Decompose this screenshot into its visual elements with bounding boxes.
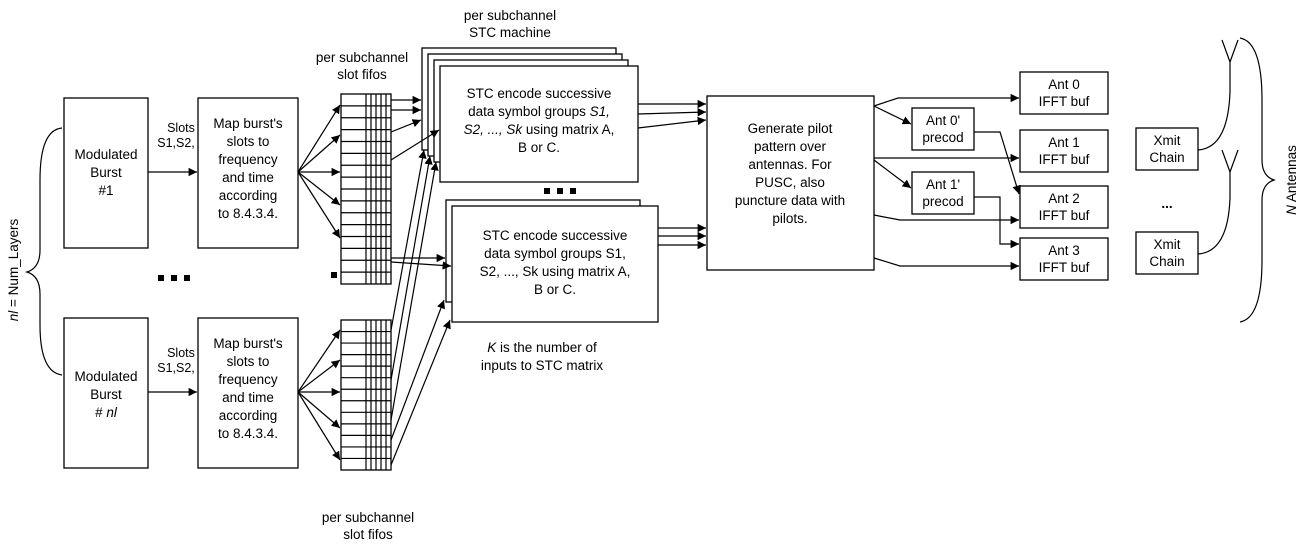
slots-label-1b: S1,S2, [157, 136, 195, 150]
fifo-label-top-line2: slot fifos [337, 67, 387, 82]
bottom-fifo-diagonal-arrows [390, 149, 451, 466]
ant3-line1: Ant 3 [1048, 243, 1080, 258]
fifo-to-stc-bottom-arrows [390, 253, 452, 270]
map-burst-box-bottom [197, 317, 299, 469]
ant2-ifft-buf [1019, 185, 1109, 229]
ant1-precod-line2: precod [922, 194, 963, 209]
antenna-2-icon [1197, 149, 1239, 255]
slots-label-1a: Slots [167, 121, 195, 135]
pilot-line3: antennas. For [748, 157, 832, 172]
num-layers-label: nl = Num_Layers [6, 219, 21, 322]
modulated-burst-1-line3: #1 [98, 183, 113, 198]
xmit1-line2: Chain [1149, 150, 1184, 165]
modulated-burst-n-line3: # nl [95, 405, 118, 420]
stc-bottom-line2: data symbol groups S1, [484, 246, 626, 261]
modulated-burst-n-box [63, 317, 149, 469]
stc-bottom-line4: B or C. [534, 282, 576, 297]
xmit-ellipsis: ... [1161, 196, 1172, 211]
num-layers-brace [24, 127, 63, 376]
stc-ellipsis [544, 188, 576, 194]
stc-top-line1: STC encode successive [467, 86, 612, 101]
ant1-line2: IFFT buf [1039, 152, 1090, 167]
xmit-chain-2 [1135, 231, 1199, 275]
stc-machine-label-line2: STC machine [469, 25, 551, 40]
stc-machine-label-line1: per subchannel [464, 8, 556, 23]
ant0-precod-line2: precod [922, 130, 963, 145]
map-bottom-fanout-arrows [297, 329, 341, 461]
map-burst-box-top [197, 97, 299, 249]
modulated-burst-1-box [63, 97, 149, 249]
map-bottom-line4: and time [222, 390, 274, 405]
map-top-line6: to 8.4.3.4. [218, 206, 278, 221]
pilot-to-antenna-connections [873, 93, 1021, 271]
burst-ellipsis [158, 275, 190, 281]
modulated-burst-n-line1: Modulated [74, 369, 137, 384]
map-bottom-line3: frequency [218, 372, 278, 387]
stc-top-line4: B or C. [518, 140, 560, 155]
slots-label-2b: S1,S2, [157, 361, 195, 375]
slot-fifos-top [340, 93, 392, 285]
xmit-chain-1 [1135, 127, 1199, 171]
ant1-line1: Ant 1 [1048, 135, 1080, 150]
xmit2-line2: Chain [1149, 254, 1184, 269]
ant1-precod-box [911, 171, 975, 215]
map-top-line3: frequency [218, 152, 278, 167]
ant3-ifft-buf [1019, 237, 1109, 281]
ant1-precod-line1: Ant 1' [926, 177, 960, 192]
modulated-burst-n-line2: Burst [90, 387, 122, 402]
map-top-line4: and time [222, 170, 274, 185]
pilot-line6: pilots. [772, 211, 807, 226]
n-antennas-label: N Antennas [1284, 145, 1299, 215]
map-bottom-line1: Map burst's [213, 336, 283, 351]
stc-bottom-line3: S2, ..., Sk using matrix A, [480, 264, 631, 279]
ant1-ifft-buf [1019, 129, 1109, 173]
fifo-dot [331, 272, 337, 278]
ant2-line1: Ant 2 [1048, 191, 1080, 206]
pilot-line4: PUSC, also [755, 175, 825, 190]
fifo-label-bottom-line1: per subchannel [322, 510, 414, 525]
fifo-to-stc-top-arrows [390, 95, 440, 161]
pilot-line5: puncture data with [735, 193, 845, 208]
map-bottom-line2: slots to [227, 354, 270, 369]
map-top-line2: slots to [227, 134, 270, 149]
fifo-label-bottom-line2: slot fifos [343, 527, 393, 542]
xmit2-line1: Xmit [1154, 237, 1181, 252]
pilot-line2: pattern over [754, 139, 827, 154]
xmit1-line1: Xmit [1154, 133, 1181, 148]
modulated-burst-1-line1: Modulated [74, 147, 137, 162]
map-top-line1: Map burst's [213, 116, 283, 131]
map-top-line5: according [219, 188, 278, 203]
ant0-ifft-buf [1019, 71, 1109, 115]
ant2-line2: IFFT buf [1039, 208, 1090, 223]
slot-fifos-bottom [340, 319, 392, 471]
n-antennas-brace [1239, 37, 1276, 323]
slots-label-2a: Slots [167, 346, 195, 360]
ant0-line2: IFFT buf [1039, 94, 1090, 109]
pilot-generator-box [706, 95, 875, 271]
stc-bottom-box [451, 205, 659, 323]
stc-top-box [439, 65, 639, 183]
stc-top-line2: data symbol groups S1, [468, 104, 610, 119]
ant3-line2: IFFT buf [1039, 260, 1090, 275]
pilot-line1: Generate pilot [748, 121, 833, 136]
modulated-burst-1-line2: Burst [90, 165, 122, 180]
ant0-precod-box [911, 107, 975, 151]
k-note-line2: inputs to STC matrix [481, 358, 604, 373]
map-bottom-line5: according [219, 408, 278, 423]
antenna-1-icon [1197, 39, 1239, 151]
stc-bottom-line1: STC encode successive [483, 228, 628, 243]
map-bottom-line6: to 8.4.3.4. [218, 426, 278, 441]
map-top-fanout-arrows [297, 104, 341, 239]
fifo-label-top-line1: per subchannel [316, 50, 408, 65]
stc-to-pilot-arrows [637, 99, 707, 250]
stc-top-line3: S2, ..., Sk using matrix A, [464, 122, 615, 137]
ant0-precod-line1: Ant 0' [926, 113, 960, 128]
ant0-line1: Ant 0 [1048, 77, 1080, 92]
k-note-line1: K is the number of [487, 340, 597, 355]
